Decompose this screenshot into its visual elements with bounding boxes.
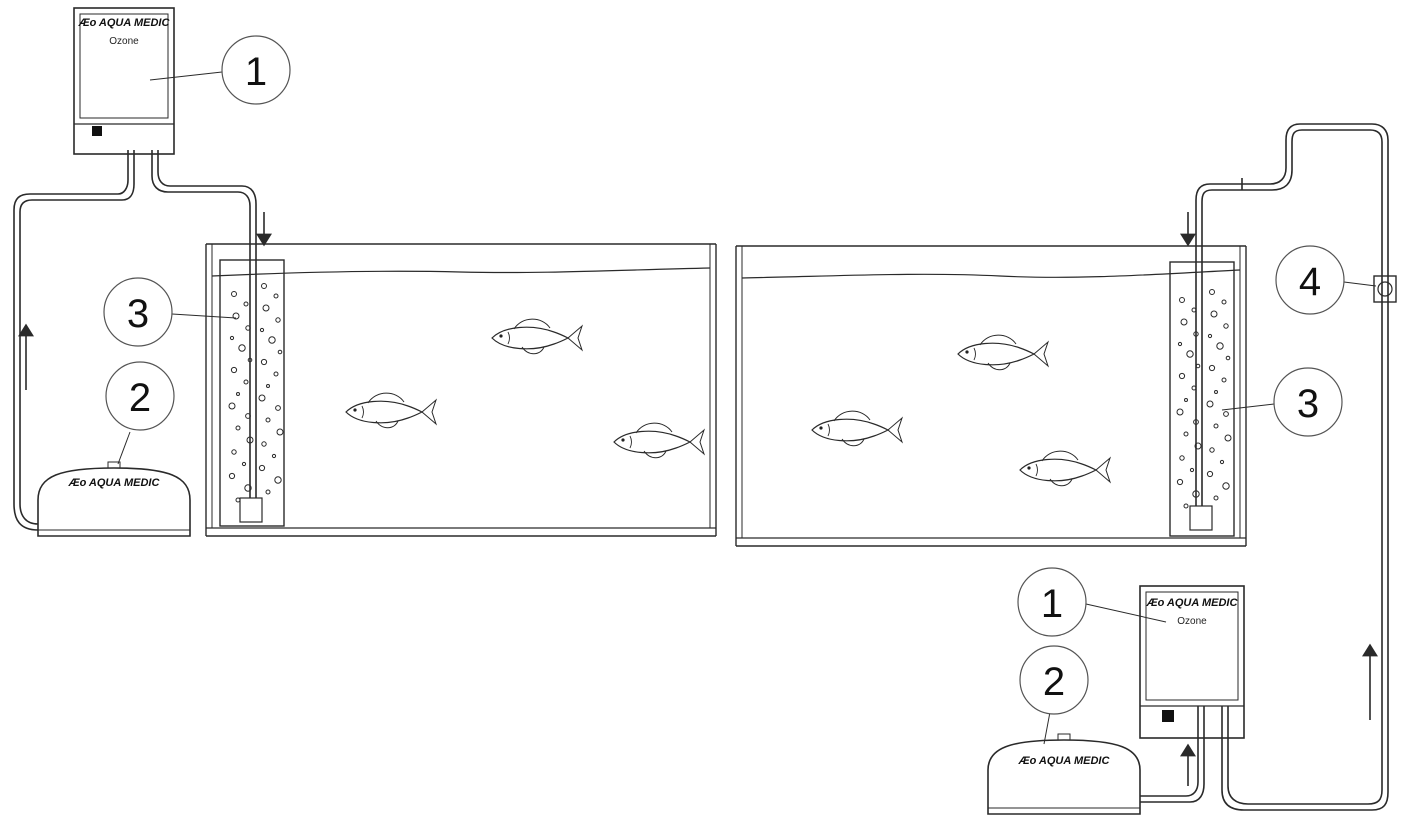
aquarium-left (206, 244, 716, 536)
svg-text:3: 3 (127, 292, 149, 336)
callout-air-pump-left: 2 (106, 362, 174, 464)
air-pump-left: Æo AQUA MEDIC (38, 462, 190, 536)
callout-ozonizer-left: 1 (150, 36, 290, 104)
brand-logo-ozonizer-right: Æo AQUA MEDIC (1146, 597, 1239, 609)
reactor-left (220, 260, 284, 526)
air-stone-left (240, 498, 262, 522)
svg-text:1: 1 (245, 50, 267, 94)
ozonizer-left: Æo AQUA MEDIC Ozone (74, 8, 174, 154)
fish-icon (958, 335, 1048, 370)
fish-icon (614, 423, 704, 458)
svg-text:4: 4 (1299, 260, 1321, 304)
callout-air-pump-right: 2 (1020, 646, 1088, 744)
callout-reactor-left: 3 (104, 278, 236, 346)
svg-text:2: 2 (1043, 660, 1065, 704)
air-tube-left (14, 150, 134, 530)
check-valve (1374, 276, 1396, 302)
fish-icon (492, 319, 582, 354)
ozonizer-label-right: Ozone (1177, 616, 1207, 627)
callout-check-valve: 4 (1276, 246, 1376, 314)
ozonizer-label-left: Ozone (109, 36, 139, 47)
air-pump-right: Æo AQUA MEDIC (988, 734, 1140, 814)
fish-icon (1020, 451, 1110, 486)
svg-text:3: 3 (1297, 382, 1319, 426)
fish-icon (346, 393, 436, 428)
fish-icon (812, 411, 902, 446)
svg-text:1: 1 (1041, 582, 1063, 626)
brand-logo-pump-left: Æo AQUA MEDIC (68, 477, 161, 489)
brand-logo-ozonizer-left: Æo AQUA MEDIC (78, 17, 171, 29)
power-switch-icon (1162, 710, 1174, 722)
svg-text:2: 2 (129, 376, 151, 420)
callout-ozonizer-right: 1 (1018, 568, 1166, 636)
power-switch-icon (92, 126, 102, 136)
brand-logo-pump-right: Æo AQUA MEDIC (1018, 755, 1111, 767)
air-stone-right (1190, 506, 1212, 530)
ozone-tube-right (1188, 124, 1388, 810)
